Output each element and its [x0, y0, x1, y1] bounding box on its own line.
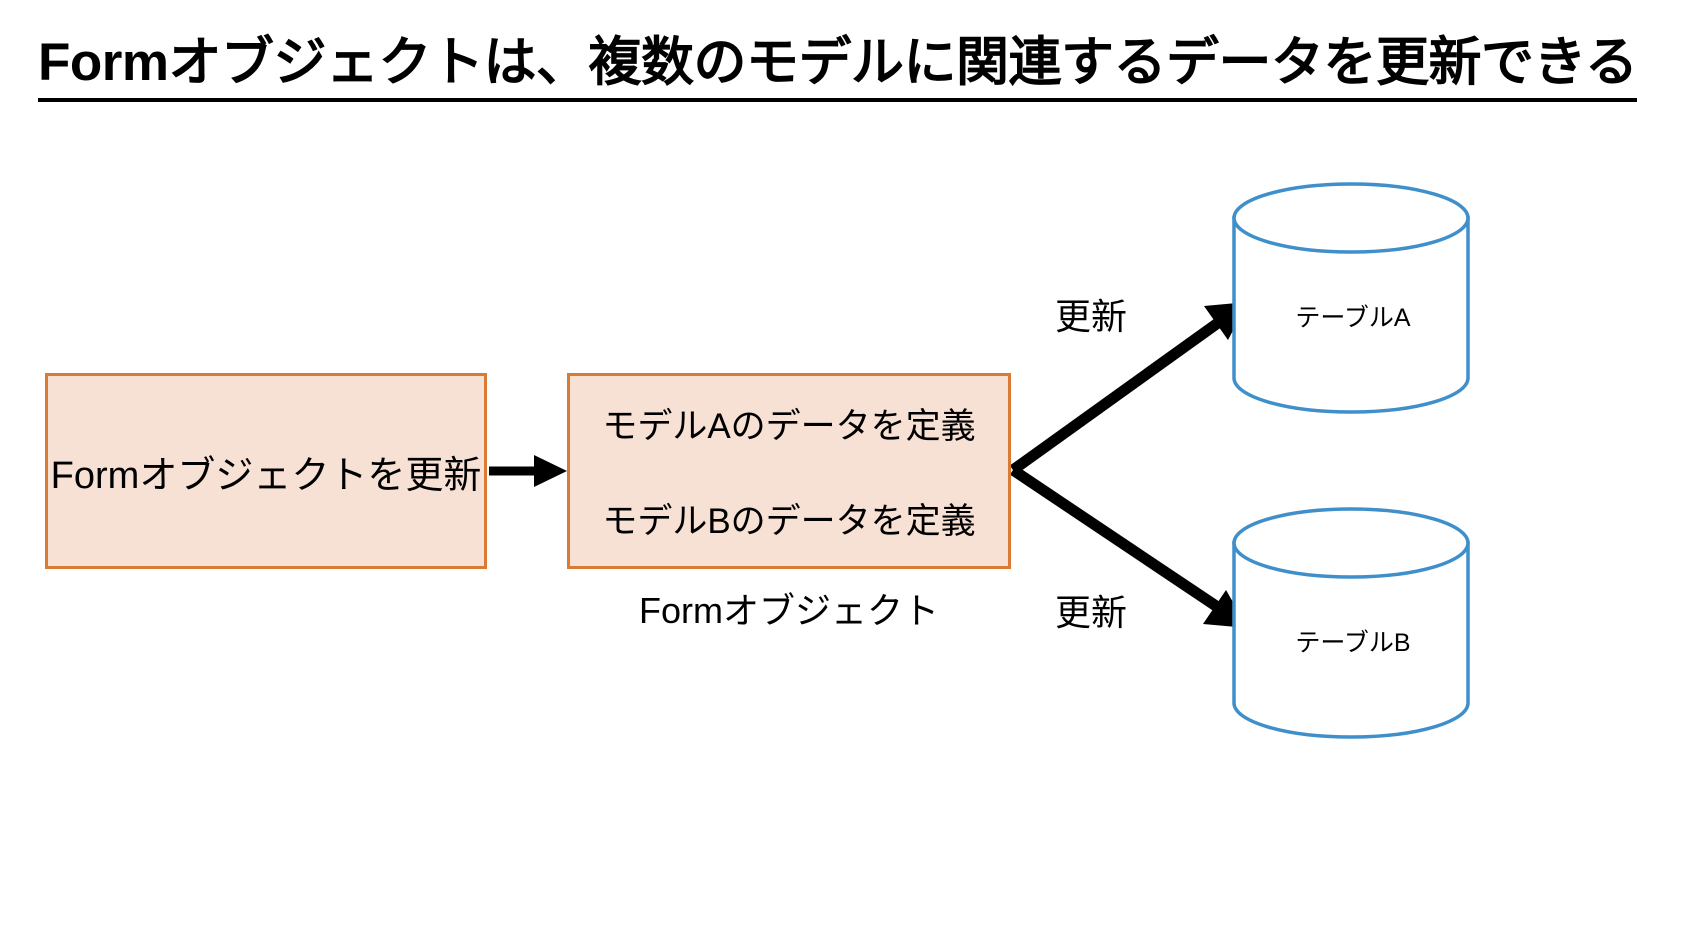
table-a-label: テーブルA	[1295, 304, 1411, 332]
table-b-label: テーブルB	[1295, 629, 1411, 657]
page-title: Formオブジェクトは、複数のモデルに関連するデータを更新できる	[38, 32, 1658, 102]
arrow-left-to-mid	[489, 455, 567, 487]
arrow-mid-to-table-a	[1009, 302, 1248, 475]
model-a-definition-label: モデルAのデータを定義	[602, 407, 976, 446]
edge-label-update-a: 更新	[1055, 296, 1128, 337]
edge-label-update-b: 更新	[1055, 592, 1128, 633]
form-object-caption: Formオブジェクト	[639, 590, 939, 631]
form-object-update-box-label: Formオブジェクトを更新	[50, 454, 482, 497]
model-b-definition-label: モデルBのデータを定義	[602, 502, 976, 541]
arrow-mid-to-table-b	[1009, 465, 1248, 628]
form-object-definition-box[interactable]: モデルAのデータを定義 モデルBのデータを定義	[567, 373, 1011, 569]
page-title-text: Formオブジェクトは、複数のモデルに関連するデータを更新できる	[38, 32, 1638, 102]
form-object-update-box[interactable]: Formオブジェクトを更新	[45, 373, 487, 569]
